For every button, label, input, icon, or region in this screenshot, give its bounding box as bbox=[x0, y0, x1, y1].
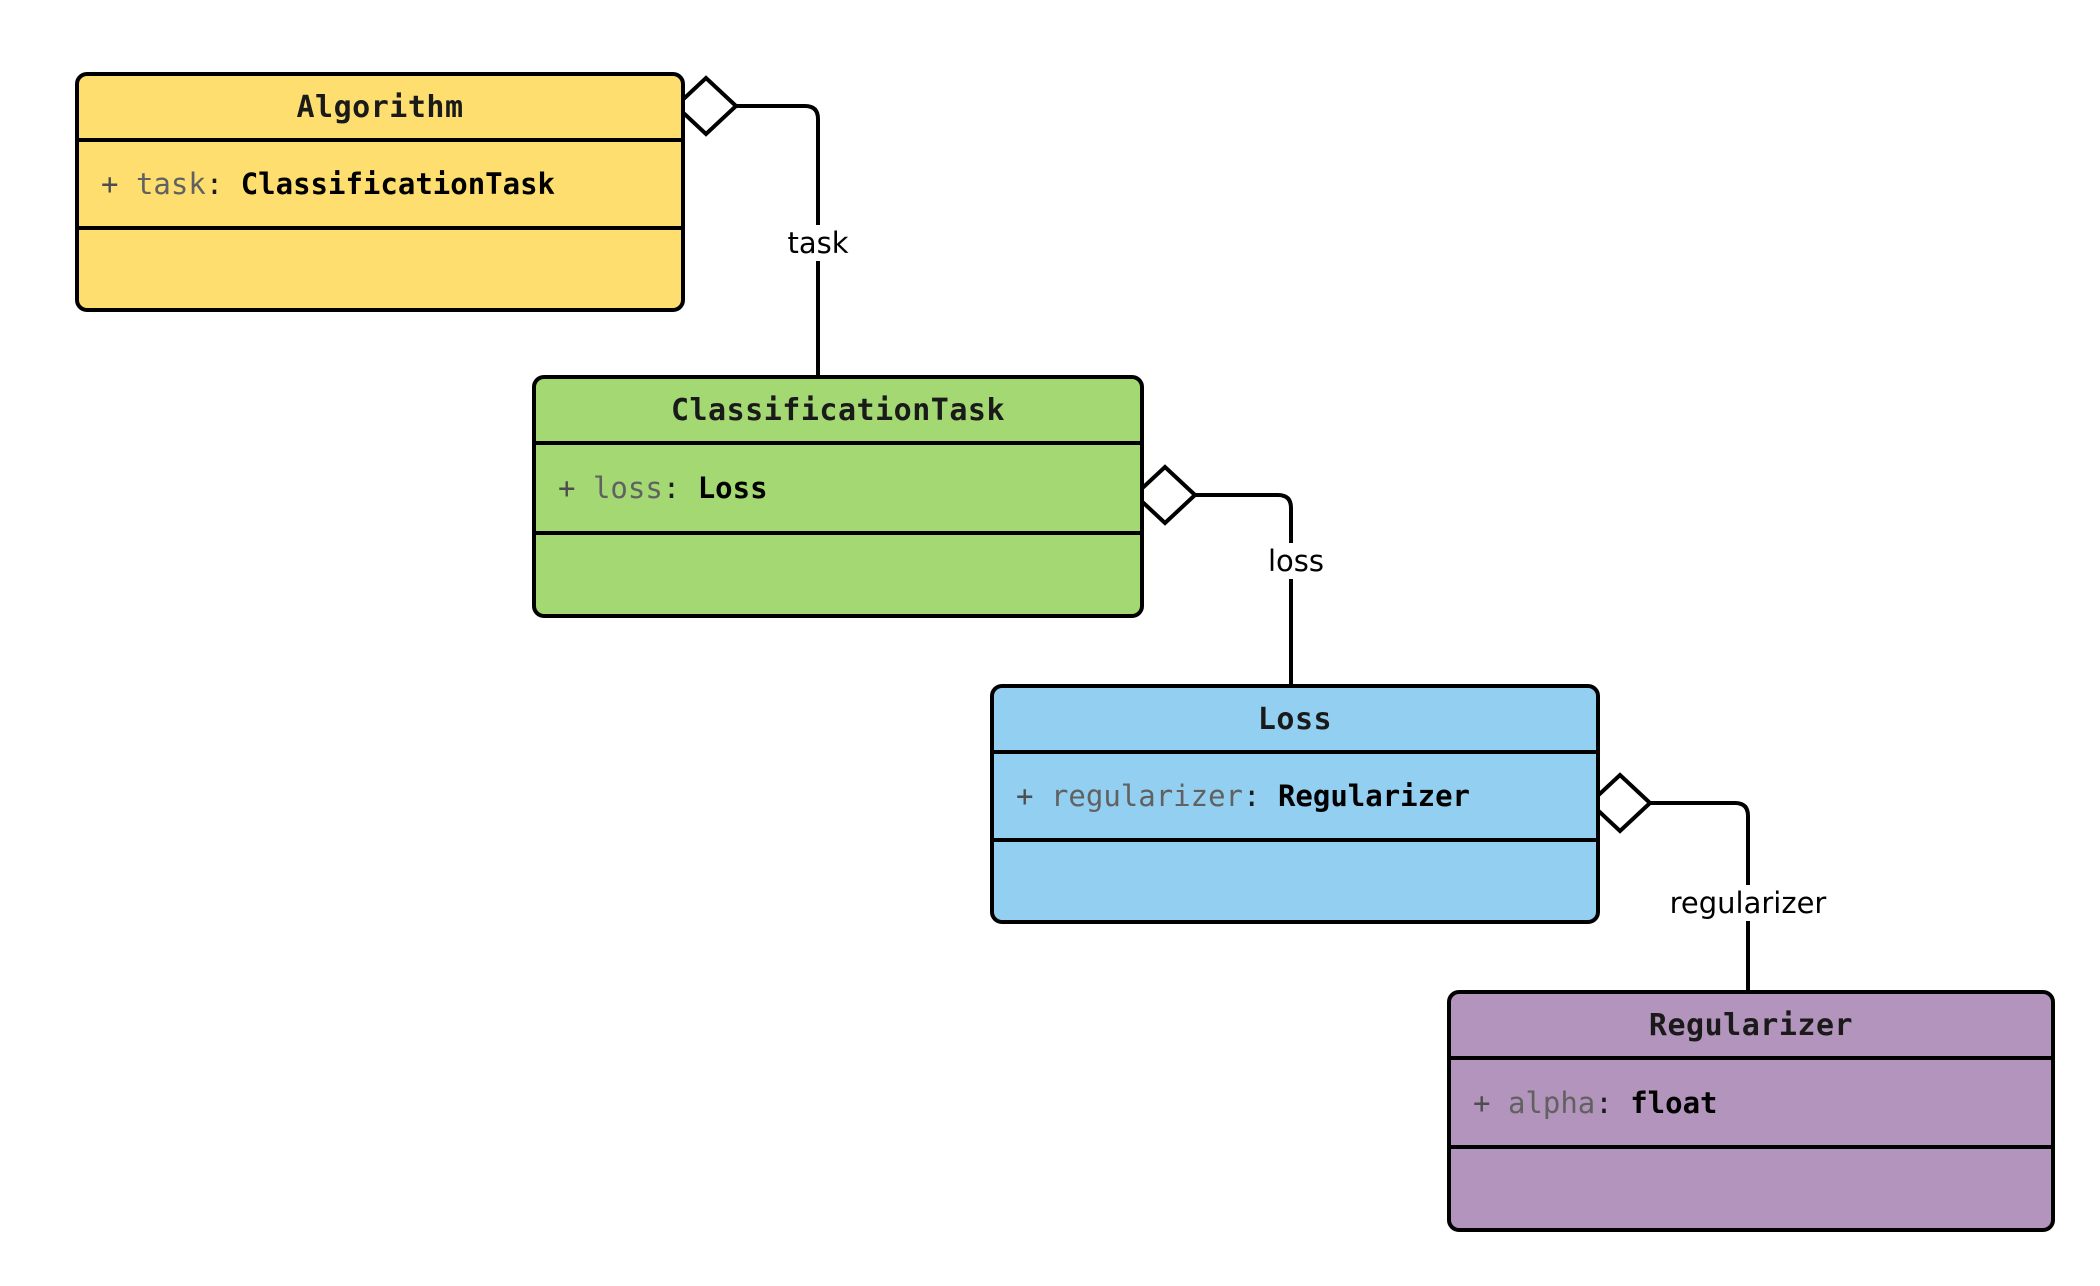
attribute-visibility: + bbox=[1473, 1085, 1491, 1120]
attribute-visibility: + bbox=[101, 167, 119, 201]
edge-label-loss: loss bbox=[1262, 543, 1330, 579]
class-title-regularizer: Regularizer bbox=[1451, 994, 2051, 1060]
class-attributes-classification-task: + loss : Loss bbox=[536, 445, 1140, 535]
attribute-type: float bbox=[1630, 1085, 1718, 1120]
class-box-algorithm[interactable]: Algorithm + task : ClassificationTask bbox=[75, 72, 685, 312]
attribute-separator: : bbox=[1243, 779, 1261, 813]
attribute-name: task bbox=[135, 167, 206, 201]
attribute-name: alpha bbox=[1507, 1085, 1596, 1120]
class-title-classification-task: ClassificationTask bbox=[536, 379, 1140, 445]
attribute-type: Regularizer bbox=[1277, 779, 1470, 813]
class-title-loss: Loss bbox=[994, 688, 1596, 754]
edge-regularizer-line bbox=[1650, 801, 1750, 990]
edge-task-line bbox=[736, 104, 820, 375]
class-attributes-algorithm: + task : ClassificationTask bbox=[79, 142, 681, 230]
edge-label-regularizer: regularizer bbox=[1664, 885, 1832, 921]
class-box-classification-task[interactable]: ClassificationTask + loss : Loss bbox=[532, 375, 1144, 618]
attribute-separator: : bbox=[205, 167, 224, 201]
class-attributes-regularizer: + alpha : float bbox=[1451, 1060, 2051, 1149]
edge-loss bbox=[1132, 464, 1293, 684]
class-methods-regularizer bbox=[1451, 1149, 2051, 1228]
attribute-visibility: + bbox=[558, 471, 576, 505]
class-attributes-loss: + regularizer : Regularizer bbox=[994, 754, 1596, 842]
attribute-separator: : bbox=[1595, 1085, 1613, 1120]
class-box-loss[interactable]: Loss + regularizer : Regularizer bbox=[990, 684, 1600, 924]
edge-loss-line bbox=[1195, 493, 1293, 684]
class-title-algorithm: Algorithm bbox=[79, 76, 681, 142]
attribute-name: loss bbox=[592, 471, 663, 505]
class-methods-algorithm bbox=[79, 230, 681, 308]
aggregation-diamond-icon bbox=[673, 75, 739, 137]
class-methods-classification-task bbox=[536, 535, 1140, 614]
attribute-separator: : bbox=[662, 471, 681, 505]
aggregation-diamond-icon bbox=[1132, 464, 1198, 526]
edge-label-task: task bbox=[782, 225, 854, 261]
attribute-type: Loss bbox=[697, 471, 768, 505]
attribute-name: regularizer bbox=[1050, 779, 1243, 813]
class-methods-loss bbox=[994, 842, 1596, 920]
class-box-regularizer[interactable]: Regularizer + alpha : float bbox=[1447, 990, 2055, 1232]
edge-regularizer bbox=[1587, 772, 1750, 990]
attribute-type: ClassificationTask bbox=[240, 167, 555, 201]
attribute-visibility: + bbox=[1016, 779, 1034, 813]
